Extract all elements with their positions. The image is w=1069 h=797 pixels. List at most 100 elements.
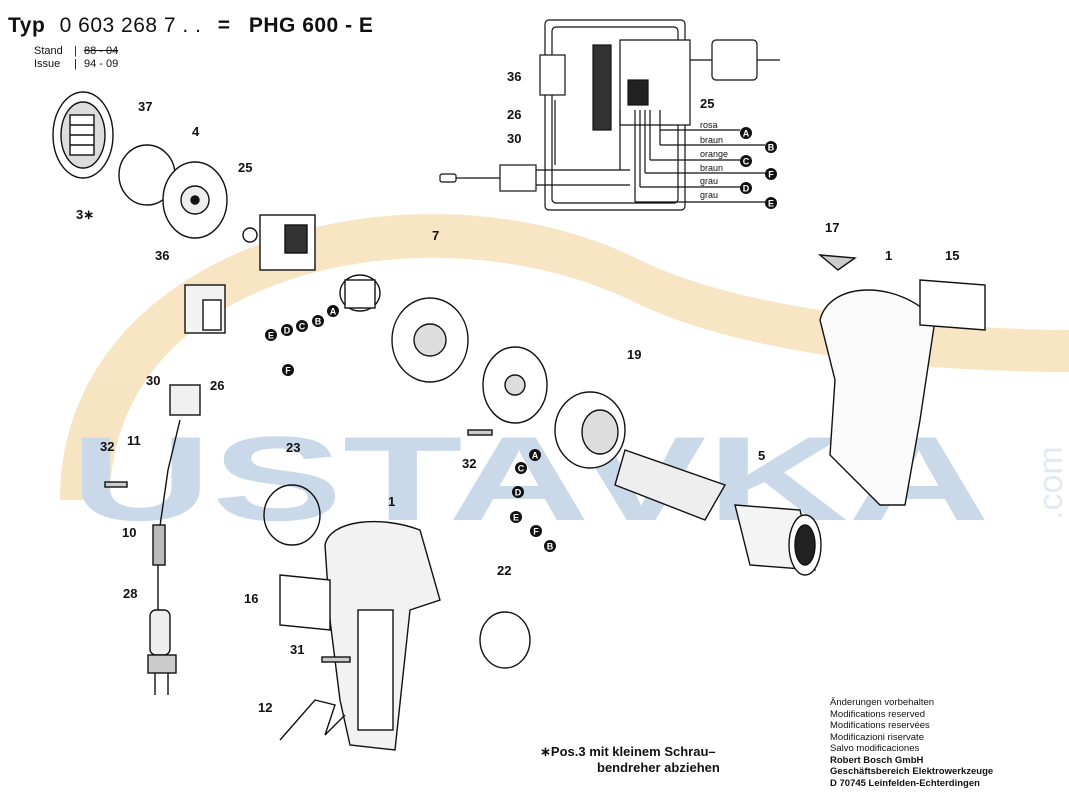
callout-number: 5 (758, 448, 765, 463)
company-address: D 70745 Leinfelden-Echterdingen (830, 777, 980, 789)
note-line: Modifications reservées (830, 720, 930, 731)
equals-sign: = (217, 14, 231, 37)
screw-part (104, 481, 128, 488)
label-plate-part (279, 574, 331, 631)
plug-part (147, 565, 177, 695)
connector-mark: C (296, 320, 308, 332)
wire-label: grau (700, 176, 718, 186)
typ-number: 0 603 268 7 . . (59, 14, 202, 37)
fan-disk-part (162, 161, 228, 239)
svg-text:C: C (299, 322, 306, 332)
heating-element-part (614, 449, 727, 521)
terminal-block-part (169, 384, 201, 416)
callout-number: 25 (238, 160, 252, 175)
callout-number: 30 (146, 373, 160, 388)
svg-text:B: B (547, 542, 554, 552)
svg-text:E: E (768, 199, 774, 209)
tag-part (817, 254, 857, 271)
connector-mark: D (281, 324, 293, 336)
heater-ring-part (554, 391, 626, 469)
wire-clip-part (279, 699, 346, 741)
company-name: Robert Bosch GmbH (830, 754, 924, 766)
svg-text:D: D (743, 184, 750, 194)
callout-number: 4 (192, 124, 200, 139)
callout-number: 26 (210, 378, 224, 393)
connector-mark: A (740, 127, 752, 139)
callout-number: 28 (123, 586, 137, 601)
callout-number: 23 (286, 440, 300, 455)
svg-text:E: E (268, 331, 274, 341)
svg-text:B: B (768, 143, 775, 153)
callout-labels: 1 1 4 5 7 10 11 12 15 16 17 19 22 23 25 … (76, 69, 959, 715)
callout-number: 1 (388, 494, 395, 509)
issue-row: Issue|94 - 09 (34, 58, 119, 70)
connector-mark: A (327, 305, 339, 317)
footnote: ∗Pos.3 mit kleinem Schrau– bendreher abz… (540, 744, 720, 776)
callout-number: 37 (138, 99, 152, 114)
callout-number: 22 (497, 563, 511, 578)
connector-mark: E (510, 511, 522, 523)
svg-text:A: A (532, 451, 539, 461)
issue-value: 94 - 09 (84, 58, 119, 70)
svg-text:F: F (285, 366, 291, 376)
switch-part (184, 284, 226, 334)
cable-part (157, 419, 181, 541)
footnote-line: bendreher abziehen (597, 760, 720, 775)
connector-marks: A B C F D E E D C B A F A C D E F B (265, 127, 777, 552)
svg-text:C: C (743, 157, 750, 167)
stand-label: Stand (34, 45, 63, 57)
note-line: Modifications reserved (830, 708, 926, 720)
callout-number: 30 (507, 131, 521, 146)
issue-label: Issue (34, 58, 61, 70)
note-line: Modificazioni riservate (830, 731, 924, 743)
svg-text:F: F (533, 527, 539, 537)
svg-text:F: F (768, 170, 774, 180)
callout-number: 19 (627, 347, 641, 362)
callout-number: 26 (507, 107, 521, 122)
retaining-ring-part (263, 484, 321, 546)
label-plate-part (919, 279, 986, 331)
company-division: Geschäftsbereich Elektrowerkzeuge (830, 766, 994, 777)
fan-wheel-part (482, 346, 548, 424)
connector-mark: F (530, 525, 542, 537)
callout-number: 7 (432, 228, 439, 243)
callout-number: 10 (122, 525, 136, 540)
svg-text:B: B (315, 317, 322, 327)
wire-label: rosa (700, 120, 718, 130)
connector-mark: F (282, 364, 294, 376)
svg-text:A: A (743, 129, 750, 139)
connector-mark: B (312, 315, 324, 327)
footnote-line: ∗Pos.3 mit kleinem Schrau– (540, 744, 716, 759)
cable-sleeve-part (152, 524, 166, 566)
wire-label: orange (700, 149, 728, 159)
callout-number: 36 (507, 69, 521, 84)
switch-board-part (242, 214, 316, 271)
callout-number: 3∗ (76, 207, 94, 222)
connector-mark: C (515, 462, 527, 474)
connector-mark: B (544, 540, 556, 552)
svg-text:D: D (284, 326, 291, 336)
callout-number: 32 (100, 439, 114, 454)
housing-half-left-part (324, 520, 441, 751)
callout-number: 12 (258, 700, 272, 715)
wire-label: braun (700, 163, 723, 173)
end-cap-part (52, 91, 114, 179)
type-header: Typ 0 603 268 7 . . = PHG 600 - E (8, 14, 373, 38)
callout-number: 17 (825, 220, 839, 235)
svg-text:A: A (330, 307, 337, 317)
screw-part (321, 656, 351, 663)
wire-label: grau (700, 190, 718, 200)
callout-number: 25 (700, 96, 714, 111)
fan-housing-part (391, 297, 469, 383)
watermark-suffix: .com (1032, 446, 1069, 520)
housing-half-right-part (819, 289, 936, 506)
wiring-schematic (439, 19, 780, 211)
connector-mark: C (740, 155, 752, 167)
connector-mark: A (529, 449, 541, 461)
model-name: PHG 600 - E (248, 14, 374, 37)
callout-number: 36 (155, 248, 169, 263)
connector-mark: B (765, 141, 777, 153)
connector-mark: F (765, 168, 777, 180)
